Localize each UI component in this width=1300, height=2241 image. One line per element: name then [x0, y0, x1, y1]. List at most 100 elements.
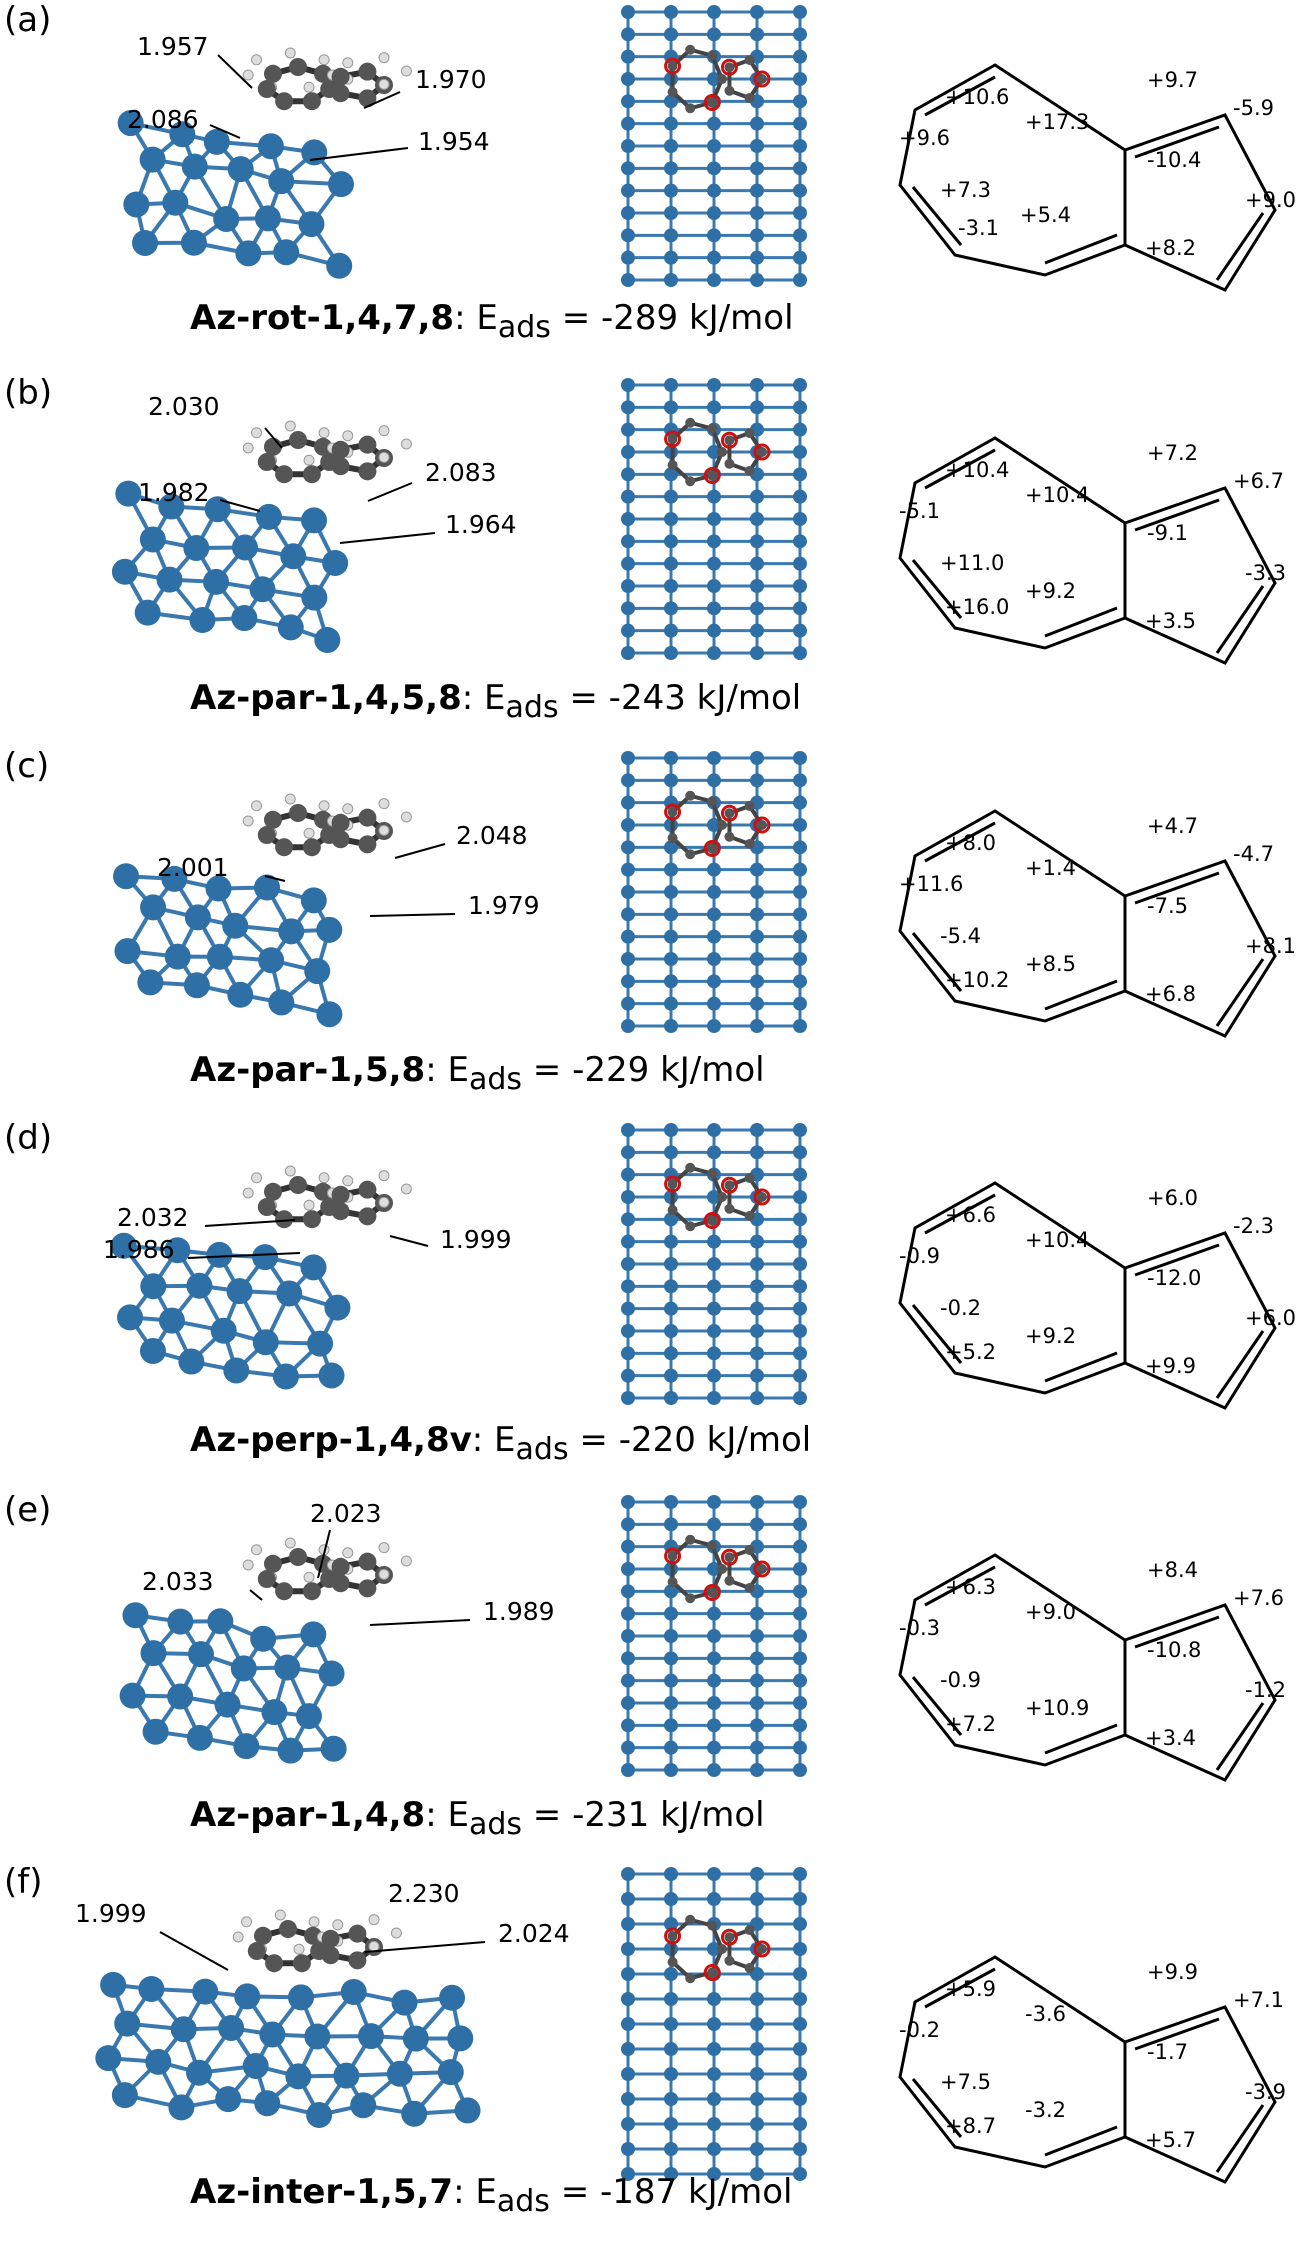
- cobalt-atom: [164, 1237, 191, 1264]
- cobalt-atom: [793, 183, 807, 198]
- distance-label: 1.964: [445, 510, 517, 539]
- carbon-atom: [685, 103, 696, 114]
- hydrogen-atom: [303, 454, 315, 466]
- carbon-atom: [289, 1548, 307, 1566]
- double-bond-line: [1215, 585, 1265, 654]
- carbon-atom: [667, 1957, 678, 1968]
- cobalt-atom: [793, 1167, 807, 1182]
- distance-leader-line: [369, 1619, 471, 1626]
- cobalt-atom: [250, 1625, 277, 1652]
- distance-label: 1.954: [418, 127, 490, 156]
- cobalt-atom: [793, 1651, 807, 1666]
- cobalt-atom: [793, 885, 807, 899]
- cobalt-atom: [621, 94, 635, 109]
- cobalt-atom: [664, 1495, 678, 1509]
- cobalt-atom: [707, 2092, 721, 2106]
- cobalt-atom: [707, 1019, 721, 1033]
- azulene-ring-diagram: +8.0+11.6+1.4-5.4+10.2+8.5+4.7-4.7-7.5+8…: [898, 809, 1296, 1038]
- cobalt-atom: [750, 2167, 764, 2181]
- cobalt-atom: [793, 1917, 807, 1931]
- bond-value-label: +5.4: [1020, 203, 1071, 227]
- cobalt-atom: [664, 1992, 678, 2006]
- binding-site-marker: [753, 1940, 771, 1958]
- cobalt-atom: [793, 228, 807, 243]
- cobalt-atom: [621, 952, 635, 966]
- cobalt-atom: [621, 1673, 635, 1688]
- carbon-atom: [667, 1178, 678, 1189]
- cobalt-atom: [750, 601, 764, 616]
- bond-value-label: +7.3: [940, 178, 991, 202]
- bond-value-label: +5.2: [945, 1340, 996, 1364]
- carbon-atom: [757, 820, 767, 830]
- carbon-atom: [685, 1973, 696, 1984]
- cobalt-atom: [215, 2086, 242, 2113]
- cobalt-atom: [318, 1362, 345, 1389]
- binding-site-marker: [753, 816, 771, 834]
- cobalt-atom: [142, 1718, 169, 1745]
- bond-value-label: -12.0: [1147, 1266, 1201, 1290]
- cobalt-atom: [664, 2117, 678, 2131]
- cobalt-atom: [793, 2042, 807, 2056]
- hydrogen-atom: [232, 1931, 244, 1943]
- cobalt-atom: [664, 1606, 678, 1621]
- carbon-atom: [724, 831, 735, 842]
- bond-value-label: +10.2: [945, 968, 1009, 992]
- cobalt-atom: [664, 1368, 678, 1383]
- bond-value-label: +6.0: [1245, 1306, 1296, 1330]
- carbon-atom: [707, 97, 718, 108]
- cobalt-atom: [204, 496, 231, 523]
- cobalt-atom: [793, 2167, 807, 2181]
- carbon-atom: [744, 1924, 755, 1935]
- hydrogen-atom: [378, 824, 390, 836]
- cobalt-atom: [203, 128, 230, 155]
- cobalt-atom: [140, 1273, 167, 1300]
- carbon-atom: [331, 1574, 350, 1593]
- cobalt-atom: [189, 607, 216, 634]
- cobalt-atom: [793, 996, 807, 1011]
- bond-value-label: +1.4: [1025, 856, 1076, 880]
- cobalt-atom: [206, 1241, 233, 1268]
- cobalt-atom: [664, 139, 678, 153]
- distance-leader-line: [317, 1529, 331, 1579]
- bond-value-label: -4.7: [1233, 842, 1274, 866]
- cobalt-atom: [132, 229, 159, 256]
- cobalt-atom: [750, 400, 764, 415]
- cobalt-atom: [621, 1167, 635, 1182]
- hydrogen-atom: [284, 1165, 296, 1177]
- cobalt-atom: [316, 1001, 343, 1028]
- carbon-atom: [685, 1162, 696, 1173]
- cobalt-atom: [401, 2100, 428, 2127]
- azulene-ring-diagram: +6.3-0.3+9.0-0.9+7.2+10.9+8.4+7.6-10.8-1…: [898, 1553, 1286, 1782]
- carbon-atom: [724, 1932, 735, 1943]
- cobalt-atom: [750, 228, 764, 243]
- cobalt-atom: [621, 1892, 635, 1906]
- carbon-atom: [279, 1920, 297, 1938]
- carbon-atom: [257, 1198, 276, 1217]
- cobalt-atom: [793, 1696, 807, 1710]
- hydrogen-atom: [251, 1544, 263, 1556]
- distance-leader-line: [219, 499, 261, 512]
- cobalt-atom: [750, 1324, 764, 1338]
- carbon-atom: [302, 465, 321, 484]
- carbon-atom: [757, 1564, 767, 1574]
- energy-subscript: ads: [468, 1062, 522, 1097]
- cobalt-atom: [707, 1324, 721, 1338]
- carbon-atom: [257, 80, 276, 99]
- cobalt-atom: [168, 2094, 195, 2121]
- cobalt-atom: [750, 1495, 764, 1509]
- distance-label: 1.999: [440, 1225, 512, 1254]
- cobalt-atom: [707, 646, 721, 660]
- carbon-atom: [263, 1554, 282, 1573]
- cobalt-atom: [621, 378, 635, 392]
- bond-value-label: -3.9: [1245, 2080, 1286, 2104]
- cobalt-atom: [233, 1733, 260, 1760]
- distance-label: 2.033: [142, 1567, 214, 1596]
- cobalt-atom: [621, 1257, 635, 1271]
- cobalt-atom: [664, 94, 678, 109]
- bond-value-label: -5.1: [899, 499, 940, 523]
- cobalt-atom: [278, 918, 305, 945]
- energy-prefix: : E: [454, 298, 498, 338]
- cobalt-atom: [358, 2023, 385, 2050]
- cobalt-atom: [707, 2042, 721, 2056]
- carbon-atom: [667, 87, 678, 98]
